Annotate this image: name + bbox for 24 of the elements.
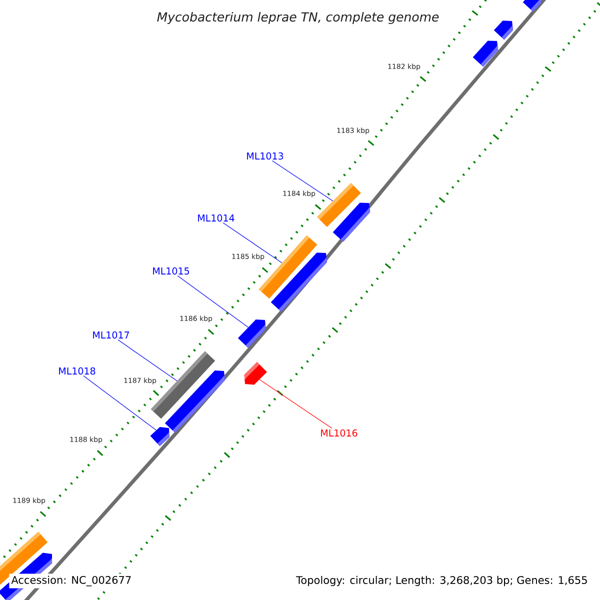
gene-block bbox=[494, 20, 514, 40]
gene-block bbox=[522, 0, 542, 12]
gene-label: ML1015 bbox=[153, 267, 189, 275]
gene-label: ML1017 bbox=[93, 331, 130, 339]
leader-line bbox=[272, 160, 334, 202]
gene-label: ML1016 bbox=[321, 429, 358, 437]
gene-block bbox=[244, 362, 267, 385]
leader-line bbox=[83, 376, 156, 430]
info-text: Topology: circular; Length: 3,268,203 bp; Genes: 1,655 bbox=[294, 574, 590, 588]
gene-block bbox=[270, 252, 328, 312]
gene-label: ML1018 bbox=[59, 367, 96, 375]
gene-block bbox=[150, 426, 170, 446]
leader-line bbox=[222, 222, 282, 264]
gene-block bbox=[472, 40, 498, 67]
gene-label: ML1014 bbox=[198, 214, 234, 222]
leader-line bbox=[118, 340, 178, 382]
gene-block bbox=[238, 320, 266, 348]
gene-block bbox=[164, 370, 225, 433]
leader-line bbox=[259, 379, 332, 428]
gene-label: ML1013 bbox=[247, 152, 284, 160]
info-text: Accession: NC_002677 bbox=[9, 574, 134, 588]
leader-line bbox=[177, 275, 248, 328]
gene-block bbox=[332, 202, 370, 242]
title: Mycobacterium leprae TN, complete genome bbox=[157, 12, 439, 24]
